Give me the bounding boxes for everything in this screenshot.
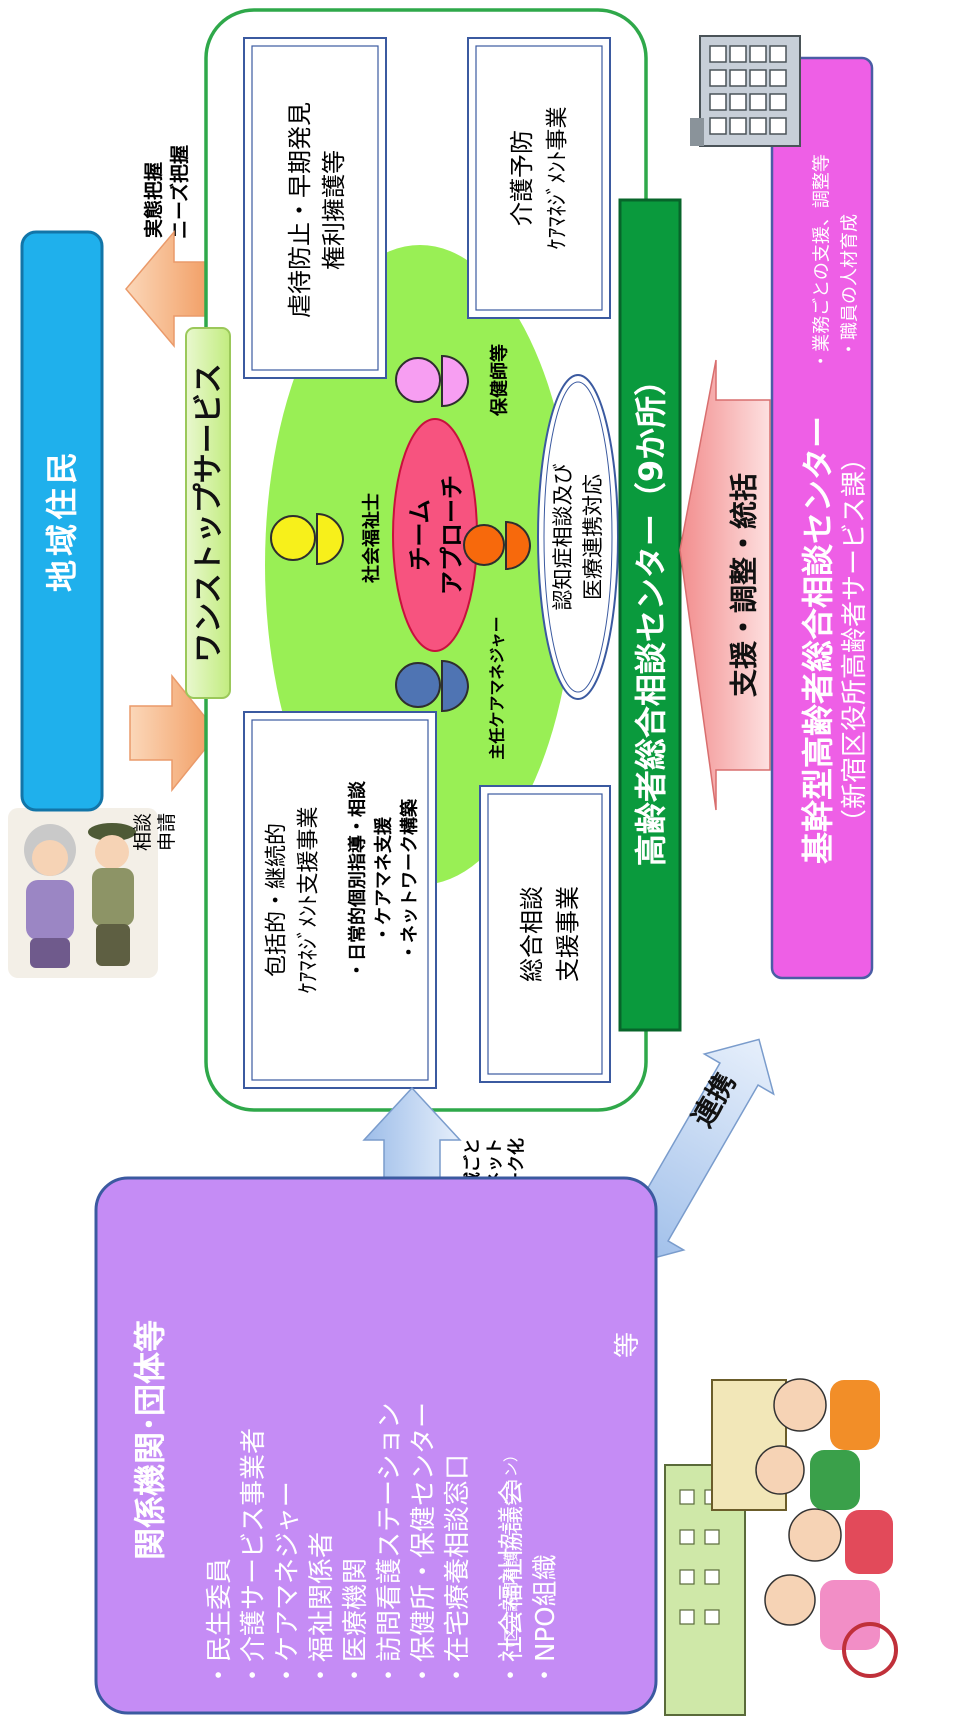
service-continuous-item1: ・日常的個別指導・相談	[347, 780, 369, 979]
orgs-item: ・民生委員	[205, 1558, 235, 1688]
social-worker-label: 社会福祉士	[361, 493, 383, 583]
hq-note-1: ・業務ごとの支援、調整等	[812, 154, 833, 370]
orgs-item: ・訪問看護ステーション	[375, 1403, 405, 1688]
orgs-item: ・福祉関係者	[307, 1532, 337, 1688]
orgs-item: ・NPO組織	[531, 1554, 561, 1688]
orgs-item: ・介護サービス事業者	[239, 1428, 269, 1688]
service-continuous-line1: 包括的・継続的	[265, 823, 290, 977]
center-bar-label: 高齢者総合相談センター（9か所）	[632, 364, 670, 866]
service-continuous-line2: ｹｱﾏﾈｼﾞﾒﾝﾄ支援事業	[297, 806, 322, 993]
service-box-abuse: 虐待防止・早期発見 権利擁護等	[243, 37, 387, 379]
orgs-item: ・医療機関	[341, 1558, 371, 1688]
service-continuous-item3: ・ネットワーク構築	[399, 798, 421, 961]
needs-label-2: ニーズ把握	[168, 145, 191, 239]
orgs-title: 関係機関･団体等	[131, 1320, 169, 1560]
orgs-box	[94, 1176, 658, 1715]
dementia-figure	[463, 520, 532, 571]
service-general-line1: 総合相談	[518, 886, 546, 982]
service-continuous-item2: ・ケアマネ支援	[373, 816, 395, 943]
hq-title-line2: （新宿区役所高齢者サービス課）	[840, 445, 870, 835]
resident-label: 地域住民	[43, 448, 81, 592]
orgs-item: ・ケアマネジャー	[273, 1481, 303, 1688]
service-abuse-line1: 虐待防止・早期発見	[286, 102, 314, 318]
hq-note-2: ・職員の人材育成	[840, 214, 861, 358]
care-manager-figure	[395, 659, 470, 713]
needs-label-1: 実態把握	[142, 162, 165, 238]
service-box-prevention: 介護予防 ｹｱﾏﾈｼﾞﾒﾝﾄ事業	[467, 37, 611, 319]
care-manager-label: 主任ケアマネジャー	[488, 616, 507, 759]
dementia-line2: 医療連携対応	[581, 474, 605, 600]
elderly-couple-illustration	[8, 808, 158, 978]
orgs-sub: （区立訪問看護ステーション）	[502, 1447, 520, 1657]
consult-arrow-right	[129, 673, 219, 793]
dementia-oval-inner	[543, 381, 613, 693]
hq-box	[770, 56, 874, 980]
community-people-illustration	[664, 1378, 898, 1716]
one-stop-label: ワンストップサービス	[192, 363, 227, 662]
team-center-line1: チーム	[406, 499, 434, 570]
resident-box	[20, 230, 104, 812]
service-prevention-line2: ｹｱﾏﾈｼﾞﾒﾝﾄ事業	[546, 106, 571, 249]
orgs-item: ・在宅療養相談窓口	[443, 1454, 473, 1688]
support-arrow-label: 支援・調整・統括	[728, 473, 761, 697]
orgs-item: ・社会福祉協議会	[497, 1480, 527, 1688]
service-box-continuous: 包括的・継続的 ｹｱﾏﾈｼﾞﾒﾝﾄ支援事業 ・日常的個別指導・相談 ・ケアマネ支…	[243, 711, 437, 1089]
service-box-general: 総合相談 支援事業	[479, 785, 611, 1083]
building-icon	[690, 35, 801, 147]
consult-label-1: 相談	[132, 813, 154, 851]
service-abuse-line2: 権利擁護等	[320, 150, 348, 270]
nurse-figure	[395, 354, 470, 408]
orgs-items: ・民生委員・介護サービス事業者・ケアマネジャー・福祉関係者・医療機関・訪問看護ス…	[205, 1402, 561, 1688]
service-prevention-line1: 介護予防	[508, 130, 536, 226]
hq-title-line1: 基幹型高齢者総合相談センター	[799, 416, 837, 864]
service-general-line2: 支援事業	[554, 886, 582, 982]
one-stop-tag	[185, 327, 231, 699]
dementia-line1: 認知症相談及び	[551, 464, 575, 611]
orgs-etc: 等	[613, 1332, 643, 1358]
support-arrow-shape	[679, 359, 771, 811]
team-center-line2: アプローチ	[438, 475, 466, 595]
consult-label-2: 申請	[156, 813, 178, 851]
center-bar	[618, 198, 682, 1032]
dementia-oval	[537, 374, 619, 700]
orgs-item: ・保健所・保健センター	[409, 1402, 439, 1688]
nurse-label: 保健師等	[489, 344, 511, 417]
social-worker-figure	[270, 512, 345, 566]
